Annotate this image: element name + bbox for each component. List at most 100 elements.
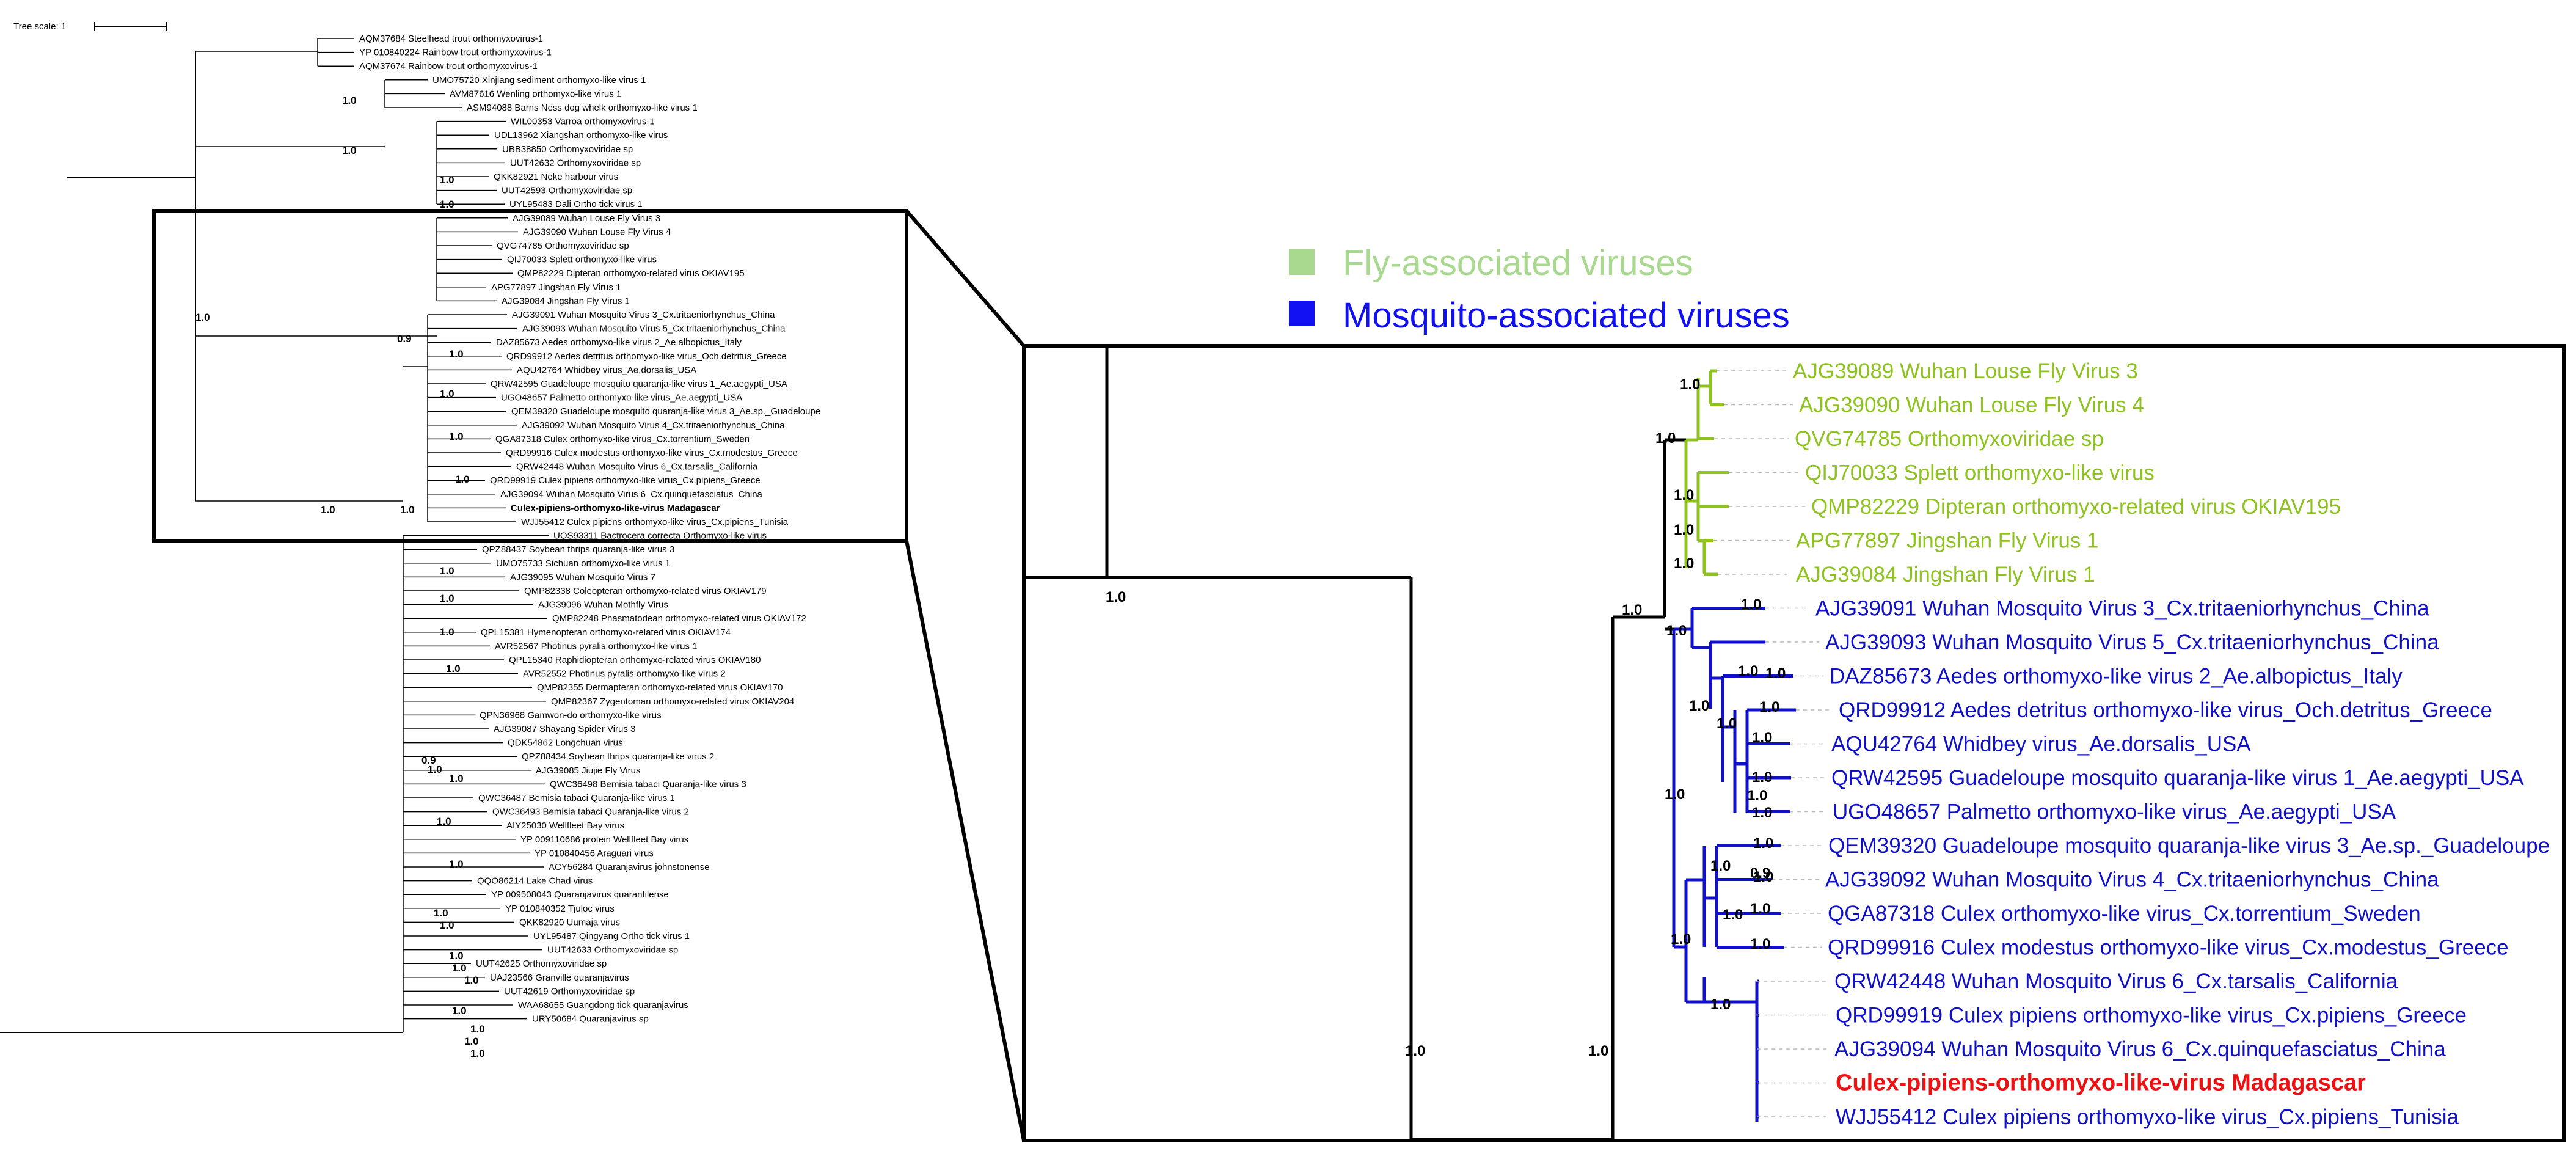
full-tree-leaf-label: APG77897 Jingshan Fly Virus 1 xyxy=(491,282,621,293)
full-tree-leaf-label: AJG39096 Wuhan Mothfly Virus xyxy=(538,600,668,610)
full-tree-support-label: 1.0 xyxy=(449,431,464,442)
full-tree-support-label: 1.0 xyxy=(446,663,461,674)
full-tree-support-label: 1.0 xyxy=(440,565,454,577)
full-tree-branches xyxy=(0,38,549,1033)
full-tree-leaf-label: UUT42633 Orthomyxoviridae sp xyxy=(547,945,678,956)
full-tree-leaf-label: QPN36968 Gamwon-do orthomyxo-like virus xyxy=(480,710,662,720)
zoom-tree-support-label: 1.0 xyxy=(1622,602,1642,618)
full-tree-support-label: 0.9 xyxy=(397,333,412,345)
full-tree-leaf-label: QWC36498 Bemisia tabaci Quaranja-like vi… xyxy=(550,779,746,789)
full-tree-leaf-label: QMP82229 Dipteran orthomyxo-related viru… xyxy=(517,268,745,279)
zoom-tree-support-label: 1.0 xyxy=(1655,430,1676,447)
full-tree-leaf-label: WIL00353 Varroa orthomyxovirus-1 xyxy=(511,117,655,127)
legend-swatch-fly xyxy=(1289,249,1315,275)
full-tree-support-label: 1.0 xyxy=(342,145,357,156)
full-tree-support-label: 1.0 xyxy=(452,1005,467,1017)
full-tree-leaf-label: AVR52552 Photinus pyralis orthomyxo-like… xyxy=(523,669,726,679)
full-tree-leaf-label: AJG39093 Wuhan Mosquito Virus 5_Cx.trita… xyxy=(522,324,786,334)
full-tree-support-label: 1.0 xyxy=(440,199,454,210)
full-tree-support-label: 1.0 xyxy=(195,312,210,323)
full-tree-leaf-label: WJJ55412 Culex pipiens orthomyxo-like vi… xyxy=(521,517,789,527)
full-tree-leaf-label: AJG39094 Wuhan Mosquito Virus 6_Cx.quinq… xyxy=(500,489,763,500)
clade-highlight-box xyxy=(152,209,908,543)
full-tree-leaf-label: ASM94088 Barns Ness dog whelk orthomyxo-… xyxy=(467,103,698,113)
full-tree-support-label: 1.0 xyxy=(449,950,464,962)
full-tree-leaf-label: QWC36493 Bemisia tabaci Quaranja-like vi… xyxy=(492,807,689,817)
full-tree-leaf-label: UYL95487 Qingyang Ortho tick virus 1 xyxy=(533,931,690,941)
full-tree-leaf-label: UQS93311 Bactrocera correcta Orthomyxo-l… xyxy=(553,531,767,541)
full-tree-leaf-label: QMP82338 Coleopteran orthomyxo-related v… xyxy=(524,586,767,596)
full-tree-leaf-label: AJG39087 Shayang Spider Virus 3 xyxy=(494,724,635,734)
full-tree-leaf-label: QRW42595 Guadeloupe mosquito quaranja-li… xyxy=(491,379,787,389)
zoom-tree-support-label: 1.0 xyxy=(1680,376,1700,393)
full-tree-leaf-label: AJG39089 Wuhan Louse Fly Virus 3 xyxy=(513,213,660,224)
zoom-tree-support-label: 1.0 xyxy=(1671,931,1691,948)
full-tree-leaf-label: QRD99919 Culex pipiens orthomyxo-like vi… xyxy=(490,475,761,486)
zoom-tree-leaf-label: QRW42595 Guadeloupe mosquito quaranja-li… xyxy=(1831,766,2524,790)
full-tree-support-label: 1.0 xyxy=(470,1023,485,1035)
full-tree-support-label: 1.0 xyxy=(434,907,448,919)
full-tree-support-label: 0.9 xyxy=(421,755,436,766)
zoom-tree-leaf-label: QEM39320 Guadeloupe mosquito quaranja-li… xyxy=(1828,834,2550,858)
zoom-tree-leaf-label: QRW42448 Wuhan Mosquito Virus 6_Cx.tarsa… xyxy=(1834,970,2398,993)
full-tree-leaf-label: UBB38850 Orthomyxoviridae sp xyxy=(502,144,633,155)
zoom-tree-leaf-label: AJG39093 Wuhan Mosquito Virus 5_Cx.trita… xyxy=(1825,630,2439,654)
zoom-tree-support-label: 1.0 xyxy=(1752,729,1772,746)
full-tree-leaf-label: QEM39320 Guadeloupe mosquito quaranja-li… xyxy=(511,406,820,417)
full-tree-support-label: 1.0 xyxy=(464,1036,479,1047)
full-tree-support-label: 1.0 xyxy=(321,504,335,516)
full-tree-leaf-label: YP 009508043 Quaranjavirus quaranfilense xyxy=(491,890,669,900)
zoom-tree-leaf-label: QMP82229 Dipteran orthomyxo-related viru… xyxy=(1811,495,2341,519)
full-tree-support-label: 1.0 xyxy=(455,473,470,485)
full-tree-leaf-label: UMO75733 Sichuan orthomyxo-like virus 1 xyxy=(496,558,670,569)
zoom-tree-leaf-label: DAZ85673 Aedes orthomyxo-like virus 2_Ae… xyxy=(1830,665,2403,689)
full-tree-leaf-label: YP 009110686 protein Wellfleet Bay virus xyxy=(520,835,688,845)
full-tree-leaf-label: URY50684 Quaranjavirus sp xyxy=(532,1014,649,1025)
full-tree-leaf-label: AJG39095 Wuhan Mosquito Virus 7 xyxy=(510,572,655,582)
zoom-tree-leaf-label: APG77897 Jingshan Fly Virus 1 xyxy=(1796,529,2098,553)
zoom-tree-leaf-labels: AJG39089 Wuhan Louse Fly Virus 3AJG39090… xyxy=(1713,359,2550,1129)
full-tree-leaf-label: UUT42593 Orthomyxoviridae sp xyxy=(502,186,632,196)
full-tree-leaf-label: ACY56284 Quaranjavirus johnstonense xyxy=(549,862,710,872)
zoom-tree-support-label: 1.0 xyxy=(1674,555,1694,572)
zoom-tree-support-label: 1.0 xyxy=(1674,522,1694,538)
zoom-tree-leaf-label: AJG39084 Jingshan Fly Virus 1 xyxy=(1796,563,2095,586)
zoom-panel-frame xyxy=(1022,344,2566,1142)
zoom-tree-support-label: 1.0 xyxy=(1753,869,1773,885)
zoom-tree-support-label: 1.0 xyxy=(1752,769,1772,786)
full-tree-leaf-label: YP 010840352 Tjuloc virus xyxy=(505,904,615,914)
zoom-tree-support-label: 1.0 xyxy=(1759,699,1779,715)
full-tree-leaf-label: AIY25030 Wellfleet Bay virus xyxy=(506,820,624,831)
full-tree-leaf-label: AJG39085 Jiujie Fly Virus xyxy=(536,766,640,776)
full-tree-support-label: 1.0 xyxy=(440,593,454,604)
full-tree-leaf-label: Culex-pipiens-orthomyxo-like-virus Madag… xyxy=(511,503,720,513)
zoom-tree-leaf-label: QVG74785 Orthomyxoviridae sp xyxy=(1795,427,2104,451)
full-tree-leaf-label: QDK54862 Longchuan virus xyxy=(508,738,622,748)
full-tree-leaf-label: AJG39091 Wuhan Mosquito Virus 3_Cx.trita… xyxy=(512,310,775,320)
legend: Fly-associated viruses Mosquito-associat… xyxy=(1289,243,1790,335)
full-tree-leaf-label: QPZ88437 Soybean thrips quaranja-like vi… xyxy=(482,544,674,555)
zoom-tree-support-label: 1.0 xyxy=(1747,787,1767,804)
zoom-tree-leaf-label: AJG39094 Wuhan Mosquito Virus 6_Cx.quinq… xyxy=(1834,1037,2446,1061)
legend-label-fly: Fly-associated viruses xyxy=(1343,243,1693,283)
zoom-tree-support-label: 1.0 xyxy=(1753,835,1773,852)
zoom-tree-support-label: 1.0 xyxy=(1666,623,1687,639)
full-tree-leaf-label: UDL13962 Xiangshan orthomyxo-like virus xyxy=(494,130,668,141)
full-tree-leaf-label: WAA68655 Guangdong tick quaranjavirus xyxy=(518,1000,688,1010)
zoom-tree-support-label: 1.0 xyxy=(1752,805,1772,821)
full-tree-leaf-label: UYL95483 Dali Ortho tick virus 1 xyxy=(509,199,643,210)
full-tree-leaf-label: QRW42448 Wuhan Mosquito Virus 6_Cx.tarsa… xyxy=(516,462,758,472)
full-tree-support-label: 1.0 xyxy=(437,816,451,827)
full-tree-leaf-label: UMO75720 Xinjiang sediment orthomyxo-lik… xyxy=(432,75,646,86)
full-tree-leaf-label: QRD99916 Culex modestus orthomyxo-like v… xyxy=(506,448,798,458)
full-tree-support-label: 1.0 xyxy=(440,388,454,400)
full-tree-leaf-label: AVM87616 Wenling orthomyxo-like virus 1 xyxy=(450,89,621,99)
full-tree-leaf-label: QQO86214 Lake Chad virus xyxy=(477,876,593,886)
full-tree-support-label: 1.0 xyxy=(440,174,454,186)
zoom-tree-leaf-label: QRD99916 Culex modestus orthomyxo-like v… xyxy=(1828,936,2509,960)
full-tree-leaf-label: QKK82921 Neke harbour virus xyxy=(494,172,618,182)
full-tree-support-label: 1.0 xyxy=(449,858,464,870)
full-tree-support-label: 1.0 xyxy=(440,919,454,931)
